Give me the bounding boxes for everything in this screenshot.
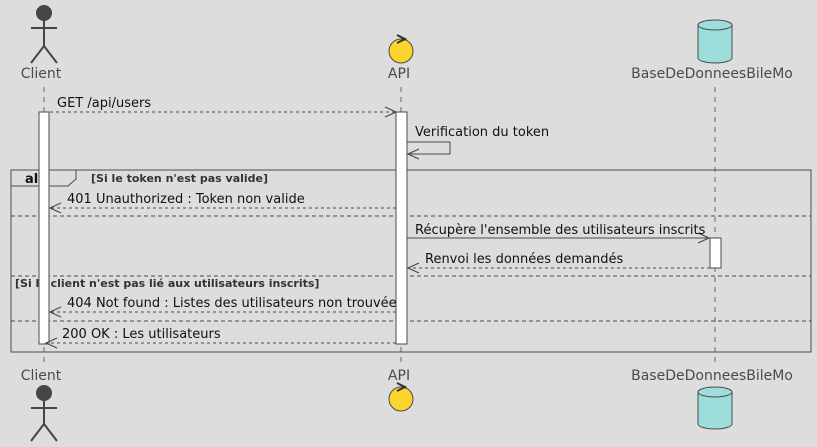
- alt-frame: [10, 169, 812, 353]
- message-return-data: Renvoi les données demandés: [406, 252, 710, 274]
- arrowhead: [406, 148, 420, 160]
- guard-token-invalid: [Si le token n'est pas valide]: [91, 172, 268, 185]
- message-verify-token: Verification du token: [406, 125, 549, 160]
- participant-name-client-bottom: Client: [21, 368, 62, 384]
- participant-api-bottom: API: [388, 368, 414, 412]
- guard-client-not-linked: [Si le client n'est pas lié aux utilisat…: [15, 277, 319, 290]
- message-label: Verification du token: [415, 125, 549, 140]
- message-arrow: [407, 141, 451, 155]
- actor-icon: [30, 5, 58, 64]
- arrowhead: [406, 262, 420, 274]
- participant-name-database: BaseDeDonneesBileMo: [631, 66, 793, 82]
- message-200: 200 OK : Les utilisateurs: [44, 327, 396, 349]
- message-label: 404 Not found : Listes des utilisateurs …: [67, 296, 397, 311]
- api-activation: [395, 111, 408, 345]
- message-fetch-users: Récupère l'ensemble des utilisateurs ins…: [407, 223, 711, 244]
- control-icon: [388, 382, 414, 412]
- message-label: 200 OK : Les utilisateurs: [62, 327, 221, 342]
- control-icon: [388, 34, 414, 64]
- arrowhead: [48, 202, 62, 214]
- database-icon: [697, 19, 733, 64]
- arrowhead: [44, 337, 58, 349]
- participant-name-api-bottom: API: [388, 368, 410, 384]
- arrowhead: [384, 106, 398, 118]
- message-get-users: GET /api/users: [44, 96, 398, 118]
- participant-api-top: API: [388, 34, 414, 82]
- participant-client-bottom: Client: [21, 368, 62, 442]
- message-label: Récupère l'ensemble des utilisateurs ins…: [415, 223, 706, 238]
- message-label: GET /api/users: [57, 96, 151, 111]
- database-activation: [709, 237, 722, 269]
- participant-name-client: Client: [21, 66, 62, 82]
- message-401: 401 Unauthorized : Token non valide: [48, 192, 396, 214]
- arrowhead: [48, 306, 62, 318]
- message-label: 401 Unauthorized : Token non valide: [67, 192, 305, 207]
- arrowhead: [697, 232, 711, 244]
- participant-name-database-bottom: BaseDeDonneesBileMo: [631, 368, 793, 384]
- participant-client-top: Client: [21, 5, 62, 82]
- actor-icon: [30, 385, 58, 442]
- participant-database-top: BaseDeDonneesBileMo: [631, 19, 793, 82]
- database-icon: [697, 386, 733, 430]
- participant-name-api: API: [388, 66, 410, 82]
- message-label: Renvoi les données demandés: [425, 252, 624, 267]
- message-404: 404 Not found : Listes des utilisateurs …: [48, 296, 397, 318]
- alt-fragment: alt [Si le token n'est pas valide] [Si l…: [10, 169, 812, 353]
- client-activation: [38, 111, 50, 345]
- participant-database-bottom: BaseDeDonneesBileMo: [631, 368, 793, 430]
